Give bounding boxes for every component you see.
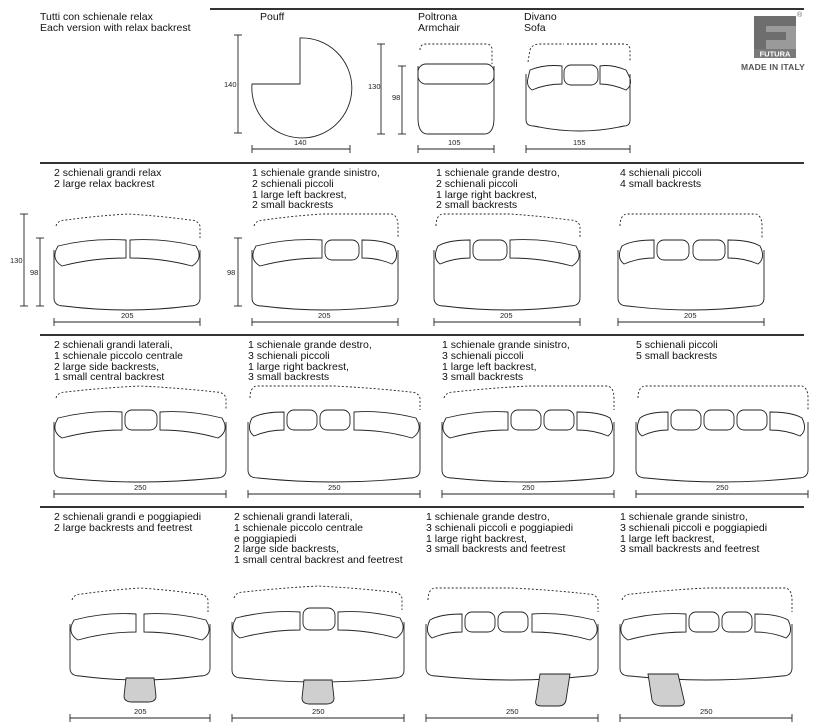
label-divano: Divano <box>524 11 557 23</box>
sofa-r3-c2 <box>231 585 405 722</box>
dim-r1-c2-width: 205 <box>318 311 331 320</box>
dim-r3-c4-width: 250 <box>700 707 713 716</box>
sofa-r1-c3 <box>433 213 581 326</box>
desc-r3-c3: 1 schienale grande destro,3 schienali pi… <box>426 511 574 556</box>
armchair-drawing <box>377 43 495 153</box>
desc-r2-c1: 2 schienali grandi laterali,1 schienale … <box>54 339 183 384</box>
registered-mark: ® <box>797 12 803 19</box>
desc-r2-c2: 1 schienale grande destro,3 schienali pi… <box>248 339 372 384</box>
label-pouff: Pouff <box>260 11 285 23</box>
rule-row1 <box>40 162 804 164</box>
dim-r1-c1-height: 130 <box>10 256 23 265</box>
dim-r1-c2-seat-height: 98 <box>227 268 235 277</box>
header-title-en: Each version with relax backrest <box>40 22 191 34</box>
sofa-r2-c2 <box>247 385 421 498</box>
dim-r3-c2-width: 250 <box>312 707 325 716</box>
pouff-drawing <box>234 34 353 153</box>
footrest-r3-c4 <box>647 673 685 707</box>
footrest-r3-c1 <box>123 677 157 703</box>
desc-r2-c3: 1 schienale grande sinistro,3 schienali … <box>442 339 570 384</box>
dim-armchair-width: 105 <box>448 138 461 147</box>
sofa-r2-c1 <box>53 385 227 498</box>
dim-r2-c4-width: 250 <box>716 483 729 492</box>
logo-text: FUTURA <box>760 50 791 59</box>
dim-r3-c1-width: 205 <box>134 707 147 716</box>
sofa-r1-c1 <box>20 213 201 326</box>
sofa-r1-c4 <box>617 213 765 326</box>
rule-row2 <box>40 334 804 336</box>
label-armchair: Armchair <box>418 22 461 34</box>
footrest-r3-c3 <box>535 673 571 707</box>
dim-r1-c4-width: 205 <box>684 311 697 320</box>
sofa-r3-c4 <box>619 587 793 722</box>
dim-armchair-height: 130 <box>368 82 381 91</box>
rule-row3 <box>40 506 804 508</box>
dim-pouff-width: 140 <box>294 138 307 147</box>
futura-logo-icon: FUTURA <box>754 16 796 59</box>
dim-r1-c1-width: 205 <box>121 311 134 320</box>
desc-r1-c3: 1 schienale grande destro,2 schienali pi… <box>436 167 560 212</box>
dim-r2-c1-width: 250 <box>134 483 147 492</box>
rule-header <box>210 8 804 10</box>
dim-r2-c3-width: 250 <box>522 483 535 492</box>
sofa-r2-c3 <box>441 385 615 498</box>
desc-r3-c4: 1 schienale grande sinistro,3 schienali … <box>620 511 768 556</box>
dim-r1-c3-width: 205 <box>500 311 513 320</box>
dim-r1-c1-seat-height: 98 <box>30 268 38 277</box>
label-poltrona: Poltrona <box>418 11 458 23</box>
dim-r2-c2-width: 250 <box>328 483 341 492</box>
label-sofa: Sofa <box>524 22 546 34</box>
sofa-small-drawing <box>525 43 631 153</box>
dim-r3-c3-width: 250 <box>506 707 519 716</box>
sofa-r3-c1 <box>69 587 211 722</box>
futura-logo: FUTURA ® <box>752 12 803 65</box>
header-title-it: Tutti con schienale relax <box>40 11 153 23</box>
dim-pouff-height: 140 <box>224 80 237 89</box>
footrest-r3-c2 <box>301 679 335 705</box>
desc-r3-c2: 2 schienali grandi laterali,1 schienale … <box>234 511 403 567</box>
sofa-r2-c4 <box>635 385 809 498</box>
dim-armchair-seat-height: 98 <box>392 93 400 102</box>
sofa-r3-c3 <box>425 587 599 722</box>
made-in-italy: MADE IN ITALY <box>741 62 805 72</box>
sofa-r1-c2 <box>234 213 399 326</box>
dim-sofa-width: 155 <box>573 138 586 147</box>
desc-r1-c2: 1 schienale grande sinistro,2 schienali … <box>252 167 380 212</box>
